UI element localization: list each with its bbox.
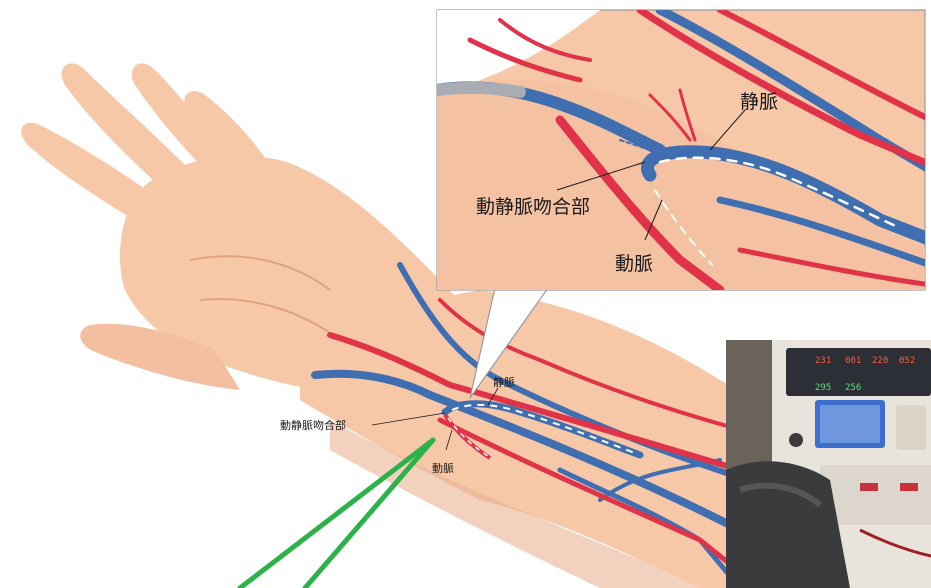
inset-vein-grey xyxy=(437,88,520,92)
display-val-4: 052 xyxy=(899,356,915,366)
display-val-1: 231 xyxy=(815,356,831,366)
green-pointer xyxy=(240,440,433,588)
green-line-1 xyxy=(240,440,433,588)
label-artery: 動脈 xyxy=(432,461,454,475)
display-val-5: 295 xyxy=(815,383,831,393)
machine-screen-inner xyxy=(820,405,880,443)
machine-knob xyxy=(789,433,803,447)
display-val-6: 256 xyxy=(845,383,861,393)
display-val-3: 220 xyxy=(872,356,888,366)
machine-red-tag-2 xyxy=(900,483,918,491)
machine-buttons xyxy=(896,405,926,450)
label-vein: 静脈 xyxy=(493,375,515,389)
inset-label-vein: 静脈 xyxy=(740,91,778,113)
inset-zoom-view: 静脈 動静脈吻合部 動脈 xyxy=(437,10,931,290)
dialysis-machine-photo: 231 001 220 052 295 256 xyxy=(726,340,931,588)
display-val-2: 001 xyxy=(845,356,861,366)
inset-label-anastomosis: 動静脈吻合部 xyxy=(476,196,590,218)
machine-red-tag xyxy=(860,483,878,491)
label-anastomosis: 動静脈吻合部 xyxy=(280,418,346,432)
inset-label-artery: 動脈 xyxy=(615,253,653,275)
